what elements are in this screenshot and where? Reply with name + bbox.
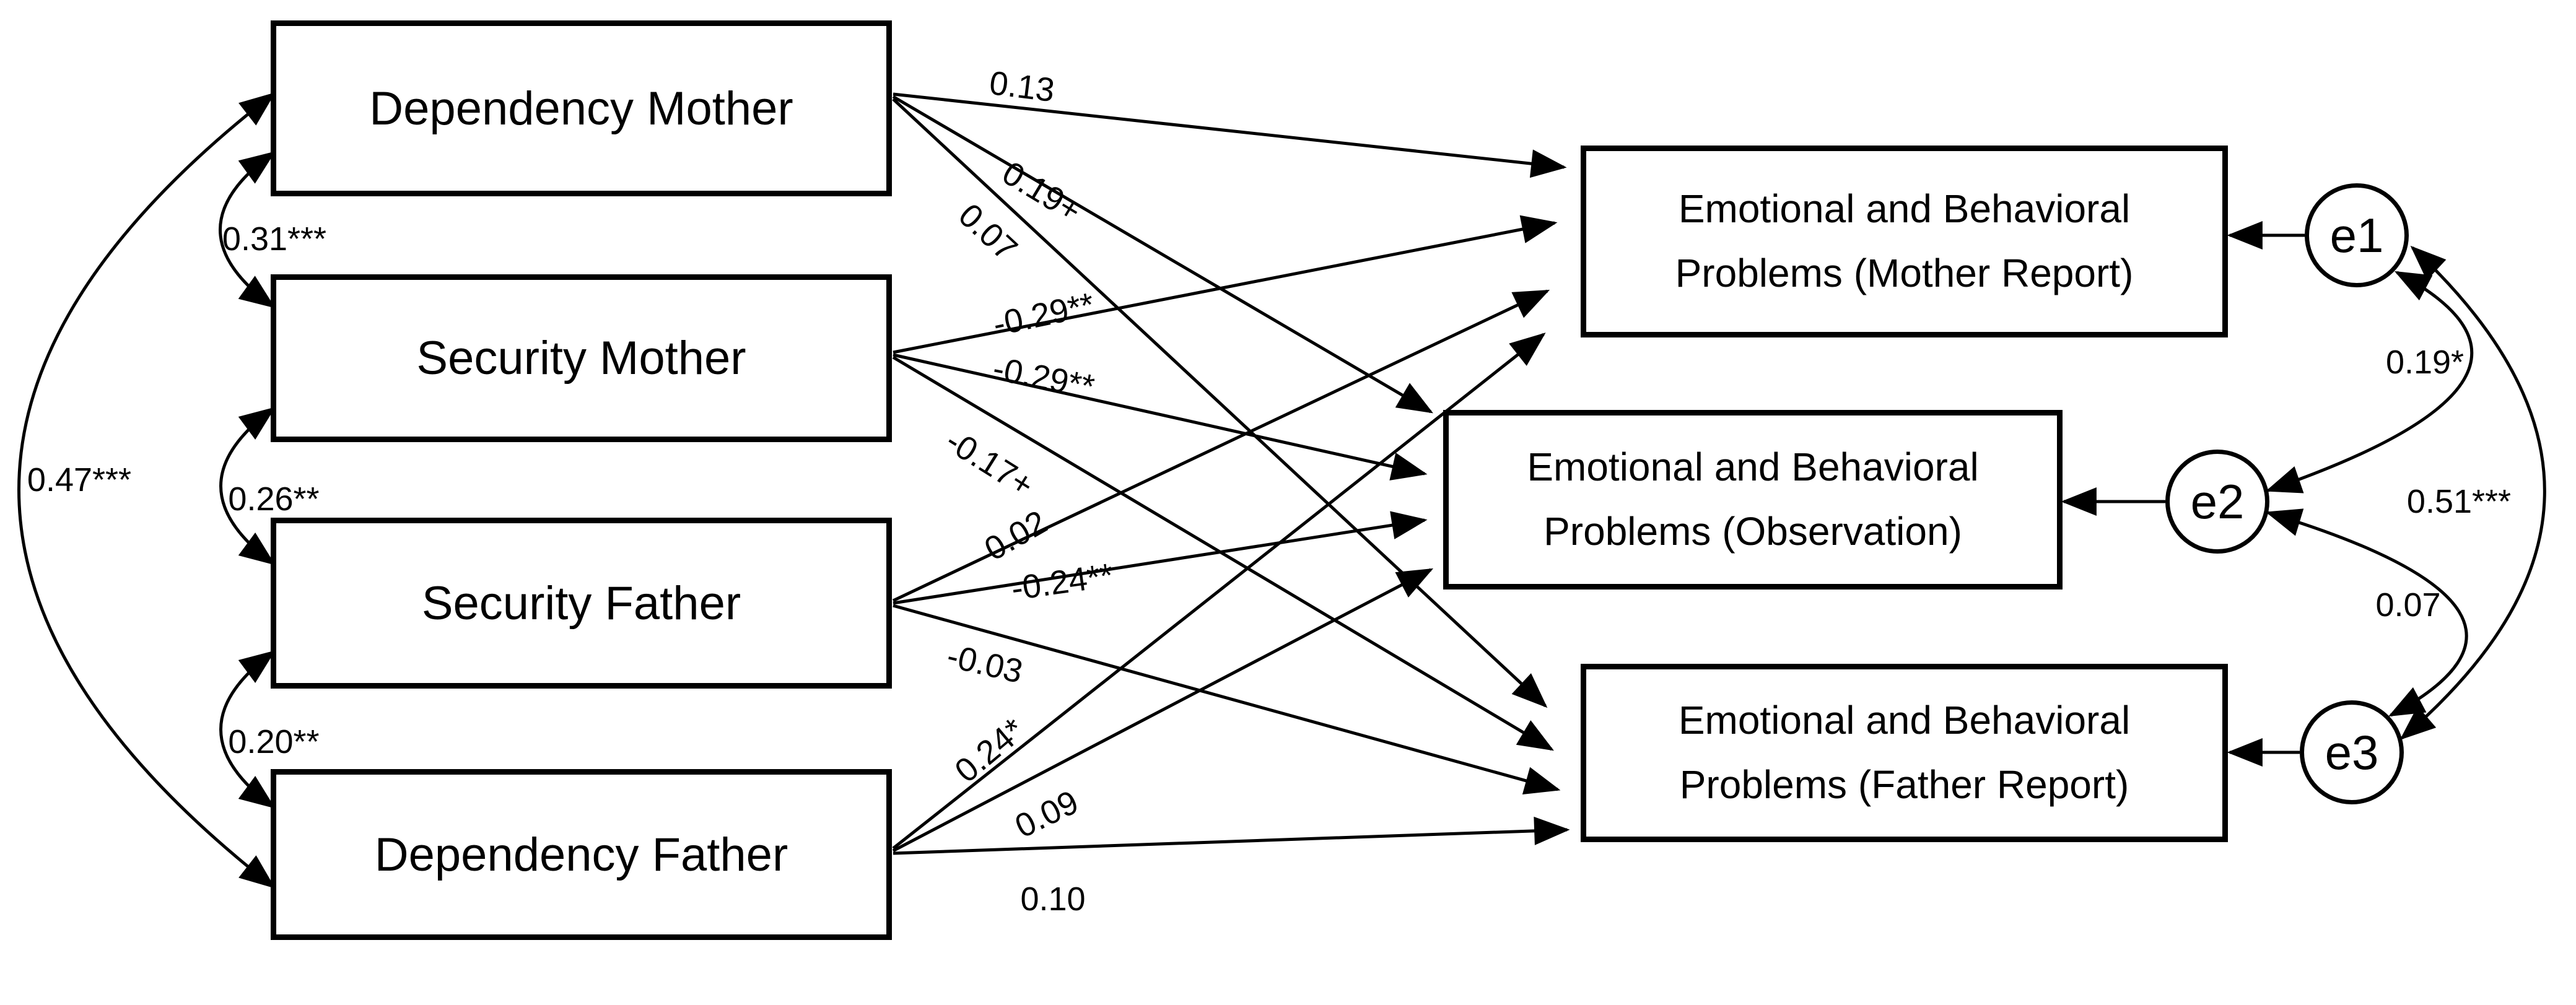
box-dependency-mother: Dependency Mother (271, 20, 892, 196)
path-dm-ob (892, 95, 1433, 414)
corr-e1-e2: 0.19* (2385, 344, 2465, 381)
box-ebp-father-report: Emotional and Behavioral Problems (Fathe… (1581, 664, 2228, 842)
cov-e1-e2 (2265, 271, 2474, 494)
path-df-ob (892, 568, 1434, 853)
path-sf-fr (893, 604, 1561, 795)
coef-dm-mr: 0.13 (987, 64, 1057, 110)
path-sf-mr (892, 289, 1550, 603)
box-security-father: Security Father (271, 518, 892, 689)
box-label: Dependency Mother (369, 82, 793, 135)
box-security-mother: Security Mother (271, 274, 892, 442)
box-label: Emotional and Behavioral Problems (Obser… (1527, 445, 1979, 554)
cov-e1-e3 (2399, 245, 2546, 740)
path-dm-fr (892, 98, 1548, 708)
box-label: Emotional and Behavioral Problems (Fathe… (1678, 698, 2131, 807)
box-ebp-mother-report: Emotional and Behavioral Problems (Mothe… (1581, 146, 2228, 337)
corr-dm-sm: 0.31*** (222, 220, 327, 258)
path-dm-mr (893, 92, 1567, 178)
error-circle-e3: e3 (2300, 700, 2404, 804)
corr-sf-df: 0.20** (228, 723, 320, 760)
path-df-fr (893, 816, 1570, 855)
box-label: Security Father (421, 576, 741, 630)
path-df-mr (892, 333, 1546, 850)
path-sm-ob (893, 353, 1428, 481)
corr-e1-e3: 0.51*** (2406, 483, 2512, 520)
path-sf-ob (893, 511, 1428, 605)
box-label: Emotional and Behavioral Problems (Mothe… (1675, 186, 2134, 295)
error-label: e2 (2190, 474, 2245, 529)
box-dependency-father: Dependency Father (271, 769, 892, 940)
corr-sm-sf: 0.26** (228, 481, 320, 518)
coef-df-fr: 0.10 (1020, 881, 1086, 918)
error-label: e1 (2329, 207, 2384, 263)
box-label: Dependency Father (374, 828, 788, 881)
corr-e2-e3: 0.07 (2375, 586, 2441, 624)
box-label: Security Mother (416, 332, 746, 385)
box-ebp-observation: Emotional and Behavioral Problems (Obser… (1443, 410, 2063, 590)
cov-dm-df (17, 92, 276, 889)
error-circle-e1: e1 (2305, 183, 2409, 287)
corr-dm-df: 0.47*** (27, 461, 132, 498)
path-sm-mr (893, 215, 1558, 354)
error-circle-e2: e2 (2165, 450, 2269, 554)
error-label: e3 (2325, 724, 2379, 780)
